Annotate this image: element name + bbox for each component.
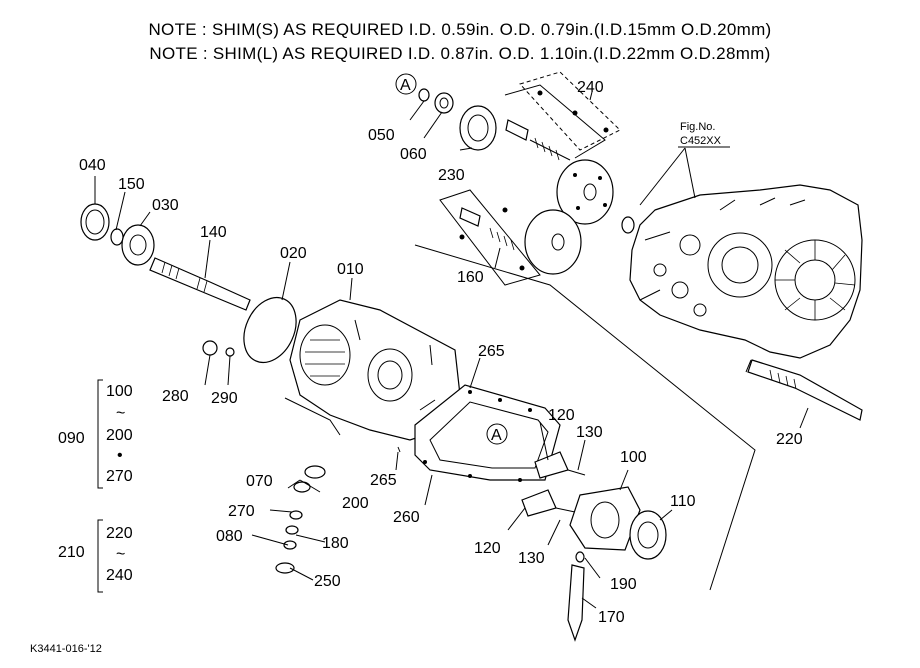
label-230: 230: [438, 167, 465, 184]
input-shaft-drawing: [80, 203, 251, 311]
label-140: 140: [200, 224, 227, 241]
label-150: 150: [118, 176, 145, 193]
label-040: 040: [79, 157, 106, 174]
label-120-top: 120: [548, 407, 575, 424]
gear-set-drawing: [414, 71, 756, 591]
label-250: 250: [314, 573, 341, 590]
label-180: 180: [322, 535, 349, 552]
group-090-dot: •: [117, 447, 123, 464]
label-160: 160: [457, 269, 484, 286]
leader-lines: [94, 91, 809, 609]
reference-mark-a-top: A: [400, 77, 411, 94]
fig-no-label: Fig.No.: [680, 121, 715, 133]
label-110: 110: [670, 493, 696, 510]
group-090-sep: ~: [116, 405, 125, 422]
shims-drawing: [202, 340, 401, 574]
group-090-from: 100: [106, 383, 133, 400]
label-020: 020: [280, 245, 307, 262]
drawing-code: K3441-016-'12: [30, 643, 102, 655]
label-220: 220: [776, 431, 803, 448]
label-010: 010: [337, 261, 364, 278]
group-090-to: 200: [106, 427, 133, 444]
label-060: 060: [400, 146, 427, 163]
group-210-label: 210: [58, 544, 85, 561]
label-270: 270: [228, 503, 255, 520]
note-shim-large: NOTE : SHIM(L) AS REQUIRED I.D. 0.87in. …: [149, 44, 771, 63]
label-130-bottom: 130: [518, 550, 545, 567]
label-050: 050: [368, 127, 395, 144]
reference-mark-a-gasket: A: [491, 427, 502, 444]
label-070: 070: [246, 473, 273, 490]
label-130-top: 130: [576, 424, 603, 441]
label-260: 260: [393, 509, 420, 526]
label-080: 080: [216, 528, 243, 545]
label-200: 200: [342, 495, 369, 512]
label-030: 030: [152, 197, 179, 214]
range-group-210: 210 220 ~ 240: [58, 519, 133, 593]
fork-assembly-drawing: [521, 451, 667, 642]
transmission-case-drawing: [629, 147, 863, 359]
label-100: 100: [620, 449, 647, 466]
label-240: 240: [577, 79, 604, 96]
group-090-label: 090: [58, 430, 85, 447]
group-210-from: 220: [106, 525, 133, 542]
group-210-to: 240: [106, 567, 133, 584]
group-210-sep: ~: [116, 546, 125, 563]
fig-no-code: C452XX: [680, 135, 722, 147]
range-group-090: 090 100 ~ 200 • 270: [58, 379, 133, 489]
label-290: 290: [211, 390, 238, 407]
label-280: 280: [162, 388, 189, 405]
label-190: 190: [610, 576, 637, 593]
note-shim-small: NOTE : SHIM(S) AS REQUIRED I.D. 0.59in. …: [148, 20, 772, 39]
label-265-bottom: 265: [370, 472, 397, 489]
label-265-top: 265: [478, 343, 505, 360]
label-170: 170: [598, 609, 625, 626]
group-090-end: 270: [106, 468, 133, 485]
shaft-220-drawing: [745, 359, 863, 421]
o-ring-020-drawing: [243, 296, 297, 364]
label-120-bottom: 120: [474, 540, 501, 557]
